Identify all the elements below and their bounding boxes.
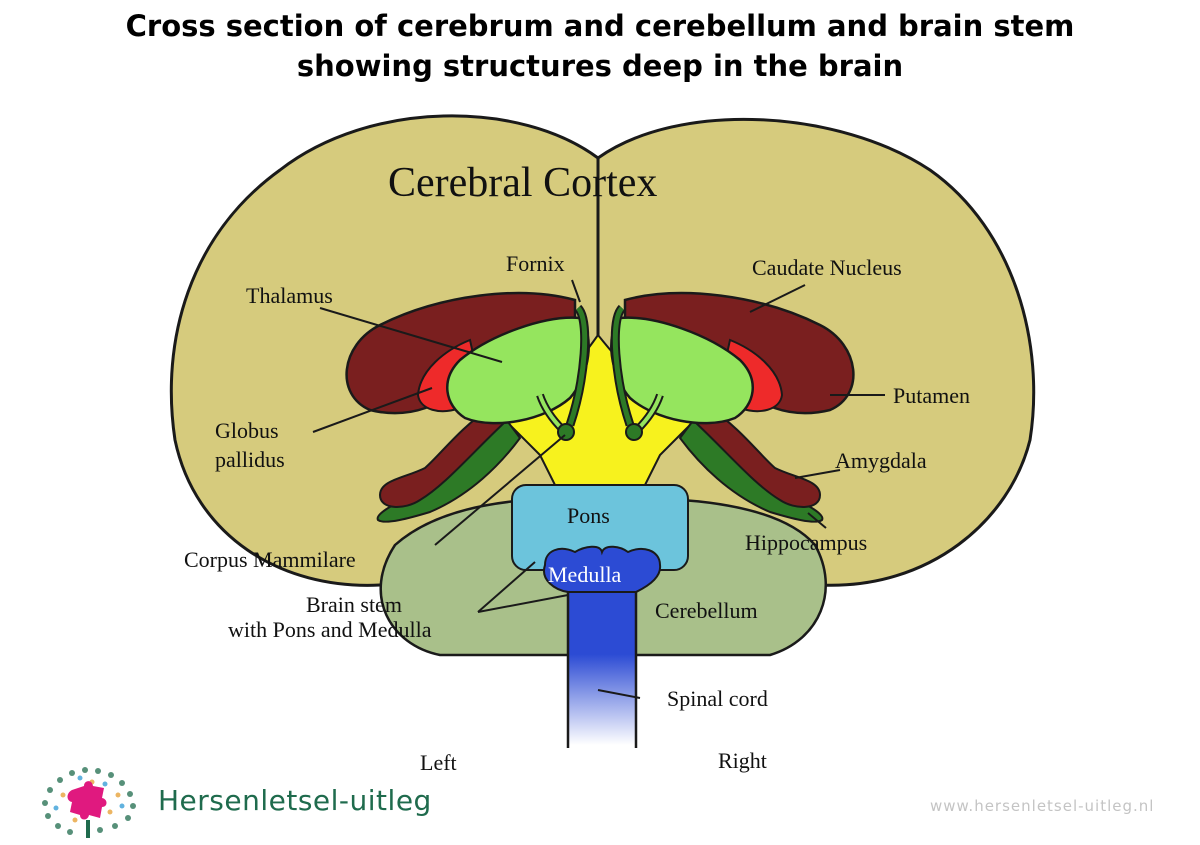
label-globus-line-2: pallidus — [215, 447, 285, 472]
label-cerebral-cortex: Cerebral Cortex — [388, 160, 657, 206]
leader-lines — [312, 279, 885, 699]
corpus-mammilare-left — [557, 423, 575, 441]
website-url: www.hersenletsel-uitleg.nl — [930, 797, 1155, 815]
label-right: Right — [718, 748, 767, 773]
label-amygdala: Amygdala — [835, 448, 927, 473]
page-title-line-2: showing structures deep in the brain — [296, 49, 904, 83]
label-caudate-nucleus: Caudate Nucleus — [752, 255, 902, 280]
brand-logo — [42, 767, 136, 838]
label-putamen: Putamen — [893, 383, 970, 408]
label-spinal-cord: Spinal cord — [667, 686, 768, 711]
label-hippocampus: Hippocampus — [745, 530, 867, 555]
spinal-cord — [568, 580, 636, 745]
label-medulla: Medulla — [548, 562, 622, 587]
label-pons: Pons — [567, 503, 610, 528]
label-fornix: Fornix — [506, 251, 565, 276]
medulla-region — [543, 545, 662, 593]
label-thalamus: Thalamus — [246, 283, 333, 308]
caudate-tail-right — [693, 406, 822, 508]
label-corpus-mammilare: Corpus Mammilare — [184, 547, 356, 572]
label-brainstem-line-1: Brain stem — [306, 592, 402, 617]
label-cerebellum: Cerebellum — [655, 598, 758, 623]
corpus-mammilare-right — [625, 423, 643, 441]
label-globus-line-1: Globus — [215, 418, 279, 443]
page-title-line-1: Cross section of cerebrum and cerebellum… — [125, 9, 1075, 43]
label-left: Left — [420, 750, 457, 775]
caudate-tail-left — [378, 406, 507, 508]
brand-name: Hersenletsel-uitleg — [158, 784, 432, 817]
label-brainstem-line-2: with Pons and Medulla — [228, 617, 432, 642]
